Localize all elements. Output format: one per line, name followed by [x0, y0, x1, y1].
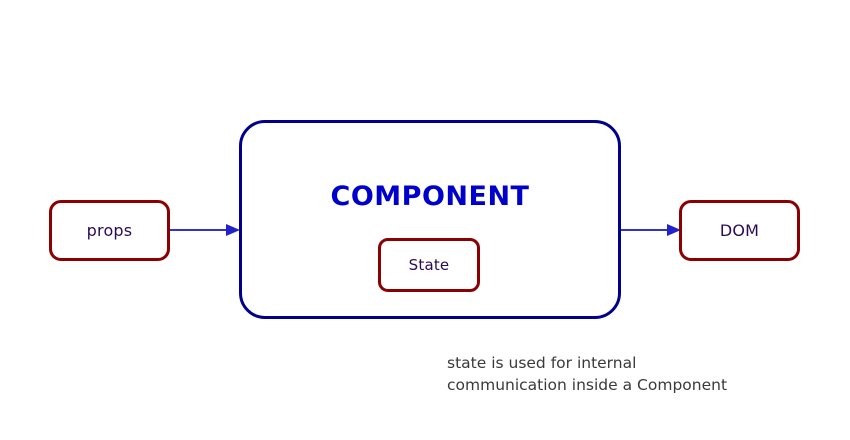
arrow-component-to-dom: [621, 220, 681, 240]
node-dom-label: DOM: [719, 220, 760, 240]
node-component[interactable]: COMPONENT: [239, 120, 621, 319]
node-state-label: State: [408, 255, 450, 274]
node-props[interactable]: props: [49, 200, 170, 261]
node-state[interactable]: State: [378, 238, 480, 292]
node-props-label: props: [86, 220, 133, 240]
diagram-caption: state is used for internal communication…: [447, 354, 728, 394]
node-component-title: COMPONENT: [330, 181, 530, 212]
arrow-props-to-component-icon: [170, 224, 240, 236]
node-dom[interactable]: DOM: [679, 200, 800, 261]
arrow-props-to-component: [170, 220, 240, 240]
arrow-component-to-dom-icon: [621, 224, 681, 236]
